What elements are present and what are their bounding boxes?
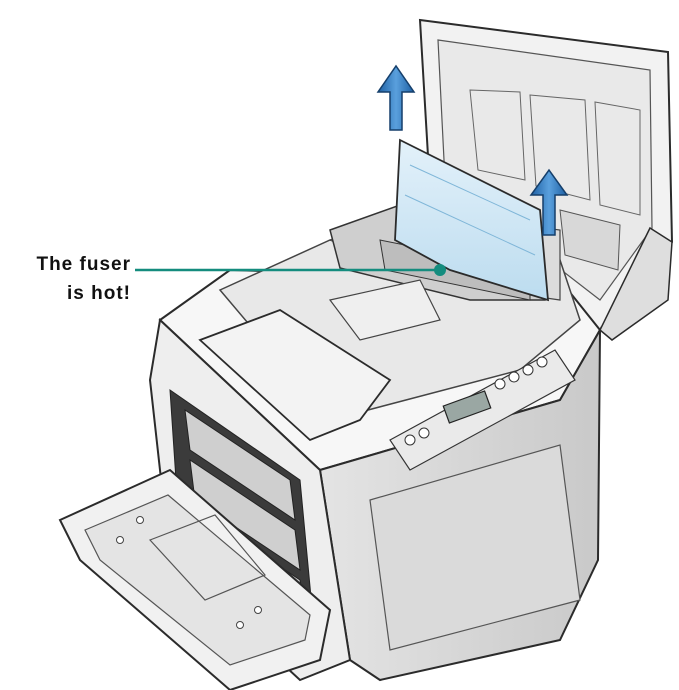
- callout-text-line2: is hot!: [67, 283, 131, 304]
- callout-text-line1: The fuser: [36, 254, 131, 275]
- jammed-paper: [394, 138, 550, 302]
- front-door: [58, 468, 332, 690]
- up-arrow-icon: [529, 168, 569, 236]
- up-arrow-icon: [376, 64, 416, 131]
- callout-leader: [135, 264, 446, 276]
